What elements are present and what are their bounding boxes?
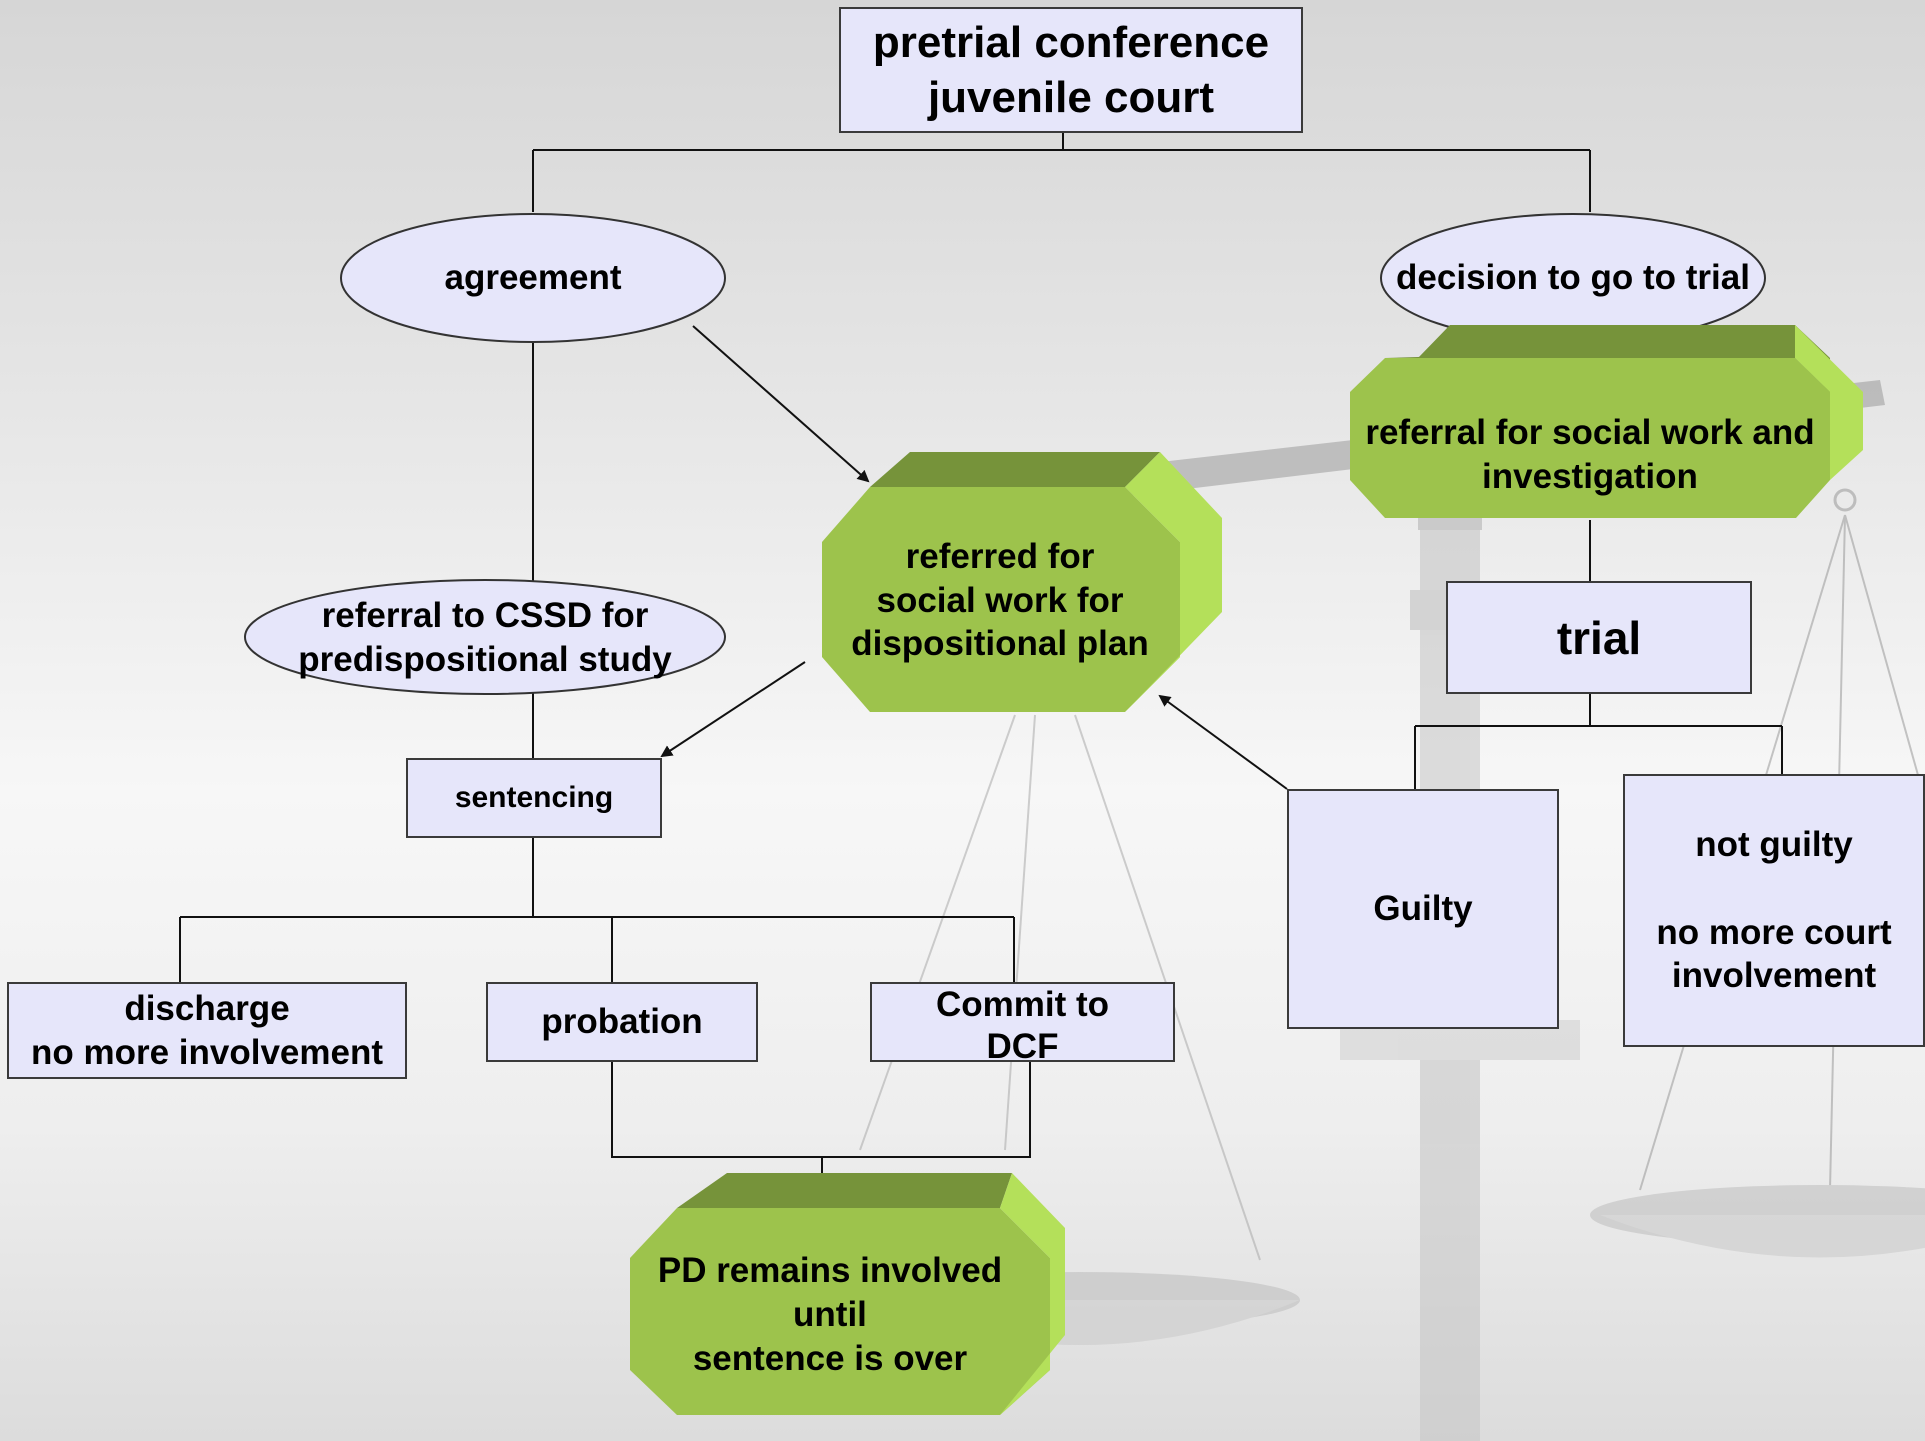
agreement-label: agreement [444,258,622,298]
referred-dispositional-plan-label: referred for social work for disposition… [851,536,1149,664]
decision-to-go-to-trial-label: decision to go to trial [1396,258,1750,298]
pd-remains-octagon [630,1173,1065,1415]
discharge-label: discharge no more involvement [30,988,384,1072]
not-guilty-label: not guilty no more court involvement [1656,825,1892,996]
agreement-ellipse [340,213,726,343]
referral-investigation-octagon [1350,325,1863,518]
pretrial-conference-box: pretrial conference juvenile court [839,7,1303,133]
arrow-referred-to-sentencing [660,661,806,758]
guilty-label: Guilty [1373,889,1473,928]
not-guilty-box: not guilty no more court involvement [1623,774,1925,1047]
arrow-agreement-to-referred [692,325,870,483]
probation-label: probation [541,1002,703,1041]
pd-remains-involved-label: PD remains involved until sentence is ov… [657,1251,1003,1378]
pretrial-conference-label: pretrial conference juvenile court [872,18,1270,122]
arrow-guilty-to-referred [1158,694,1288,790]
referral-social-work-investigation-label: referral for social work and investigati… [1365,413,1815,496]
guilty-box: Guilty [1287,789,1559,1029]
commit-dcf-label: Commit to DCF [935,985,1110,1066]
sentencing-box: sentencing [406,758,662,838]
cssd-ellipse [244,579,726,695]
trial-box: trial [1446,581,1752,694]
probation-box: probation [486,982,758,1062]
trial-label: trial [1556,611,1642,664]
discharge-box: discharge no more involvement [7,982,407,1079]
referral-to-cssd-label: referral to CSSD for predispositional st… [298,595,672,679]
commit-dcf-box: Commit to DCF [870,982,1175,1066]
sentencing-label: sentencing [454,781,614,814]
referred-dispositional-octagon [822,452,1222,712]
